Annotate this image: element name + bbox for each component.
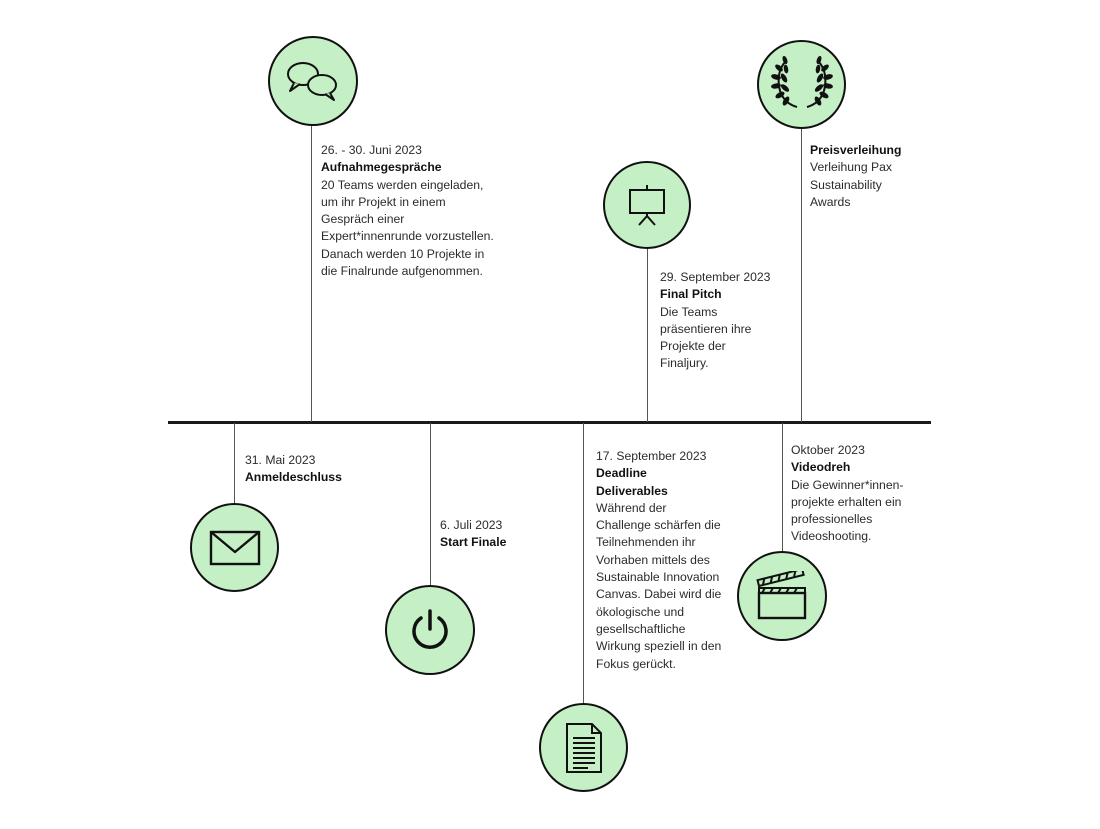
event-start-finale-text: 6. Juli 2023 Start Finale xyxy=(440,517,560,552)
presentation-board-icon xyxy=(629,185,665,226)
clapperboard-icon xyxy=(756,571,807,620)
event-description: 20 Teams werden eingeladen, um ihr Proje… xyxy=(321,177,494,279)
event-deadline-deliverables-text: 17. September 2023 Deadline Deliverables… xyxy=(596,448,724,673)
event-title: Videodreh xyxy=(791,460,851,475)
connector-anmeldeschluss xyxy=(234,423,235,505)
event-description: Die Teams präsentieren ihre Projekte der… xyxy=(660,304,752,371)
event-deadline-deliverables-circle xyxy=(539,703,628,792)
envelope-icon xyxy=(209,530,260,565)
power-icon xyxy=(412,609,448,649)
event-date: 31. Mai 2023 xyxy=(245,453,316,467)
event-preisverleihung-circle xyxy=(757,40,846,129)
event-date: 6. Juli 2023 xyxy=(440,518,503,532)
event-preisverleihung-text: Preisverleihung Verleihung Pax Sustainab… xyxy=(810,142,920,211)
connector-final-pitch xyxy=(647,245,648,422)
event-videodreh-circle xyxy=(737,551,827,641)
connector-aufnahmegespraeche xyxy=(311,104,312,422)
event-title: Start Finale xyxy=(440,535,507,550)
event-videodreh-text: Oktober 2023 Videodreh Die Gewinner*inne… xyxy=(791,442,919,546)
document-icon xyxy=(565,722,602,773)
event-date: 26. - 30. Juni 2023 xyxy=(321,143,422,157)
connector-preisverleihung xyxy=(801,126,802,422)
event-description: Die Gewinner*innen-projekte erhalten ein… xyxy=(791,477,904,544)
event-start-finale-circle xyxy=(385,585,475,675)
connector-start-finale xyxy=(430,423,431,586)
event-description: Verleihung Pax Sustainability Awards xyxy=(810,160,892,209)
event-title: Deadline Deliverables xyxy=(596,466,668,498)
event-date: 17. September 2023 xyxy=(596,449,707,463)
event-aufnahmegespraeche-text: 26. - 30. Juni 2023 Aufnahmegespräche 20… xyxy=(321,142,501,280)
timeline-axis xyxy=(168,421,931,424)
event-description: Während der Challenge schärfen die Teiln… xyxy=(596,500,722,671)
event-date: Oktober 2023 xyxy=(791,443,865,457)
speech-bubbles-icon xyxy=(287,62,337,101)
event-final-pitch-text: 29. September 2023 Final Pitch Die Teams… xyxy=(660,269,788,373)
connector-deadline-deliverables xyxy=(583,423,584,706)
event-anmeldeschluss-circle xyxy=(190,503,279,592)
event-date: 29. September 2023 xyxy=(660,270,771,284)
event-title: Anmeldeschluss xyxy=(245,470,342,485)
event-title: Aufnahmegespräche xyxy=(321,160,442,175)
laurel-wreath-icon xyxy=(770,55,833,108)
event-final-pitch-circle xyxy=(603,161,691,249)
event-anmeldeschluss-text: 31. Mai 2023 Anmeldeschluss xyxy=(245,452,375,487)
event-aufnahmegespraeche-circle xyxy=(268,36,358,126)
connector-videodreh xyxy=(782,423,783,553)
event-title: Final Pitch xyxy=(660,287,722,302)
event-title: Preisverleihung xyxy=(810,143,902,157)
